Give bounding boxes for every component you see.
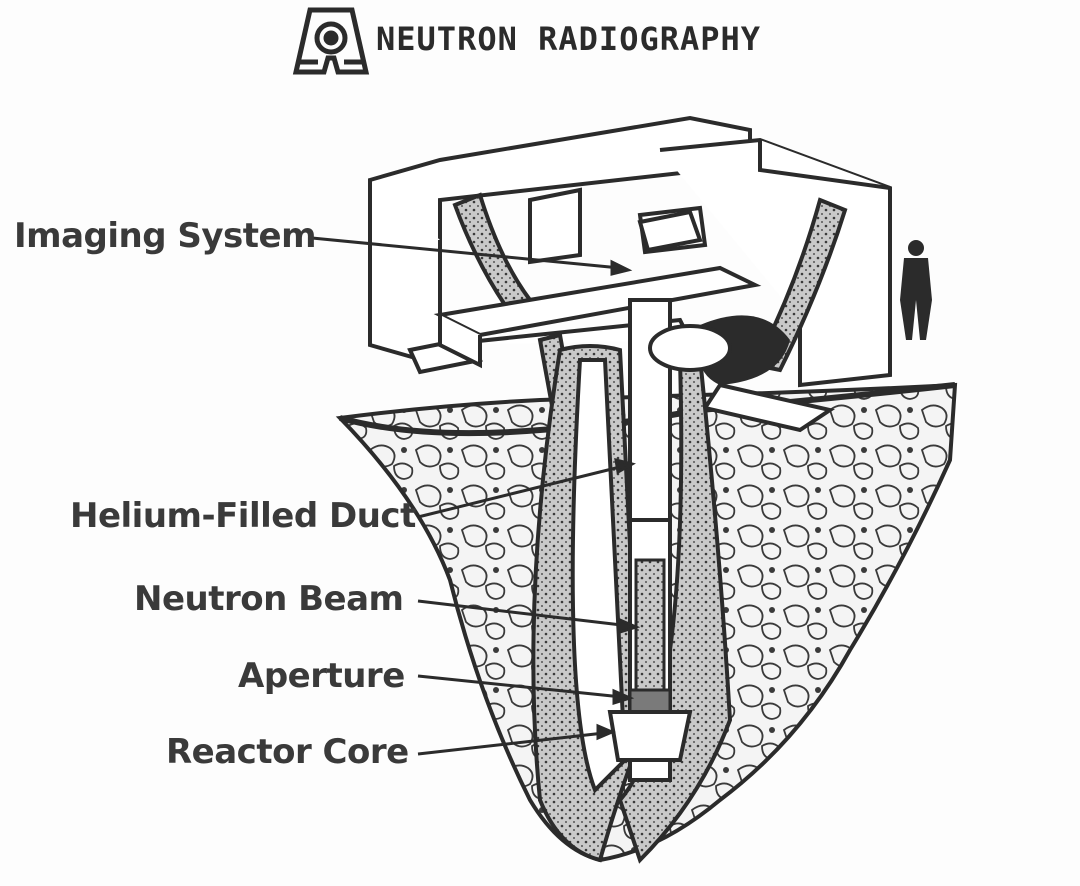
aperture-label: Aperture <box>238 656 405 696</box>
duct-top-plug <box>637 209 703 253</box>
imaging-system-arrowhead <box>610 259 633 276</box>
aperture-arrowhead <box>612 688 635 706</box>
imaging-system-label: Imaging System <box>14 216 317 256</box>
helium-filled-duct-leader <box>417 464 625 519</box>
helium-filled-duct-label: Helium-Filled Duct <box>70 496 416 536</box>
person-figure <box>900 240 932 340</box>
reactor-pool-shaft <box>531 344 733 864</box>
helium-filled-duct-arrowhead <box>614 457 636 475</box>
imaging-system-leader <box>311 236 621 270</box>
aperture-leader <box>417 674 623 699</box>
page-title: NEUTRON RADIOGRAPHY <box>376 20 762 58</box>
reactor-core-leader <box>417 731 605 756</box>
neutron-beam-arrowhead <box>618 617 641 635</box>
neutron-beam-label: Neutron Beam <box>134 579 404 619</box>
aperture <box>628 688 672 714</box>
neutron-beam-leader <box>417 599 631 628</box>
neutron-beam <box>634 558 666 702</box>
reactor-core <box>607 710 693 762</box>
reactor-core-label: Reactor Core <box>166 732 409 772</box>
reactor-core-arrowhead <box>596 723 616 741</box>
